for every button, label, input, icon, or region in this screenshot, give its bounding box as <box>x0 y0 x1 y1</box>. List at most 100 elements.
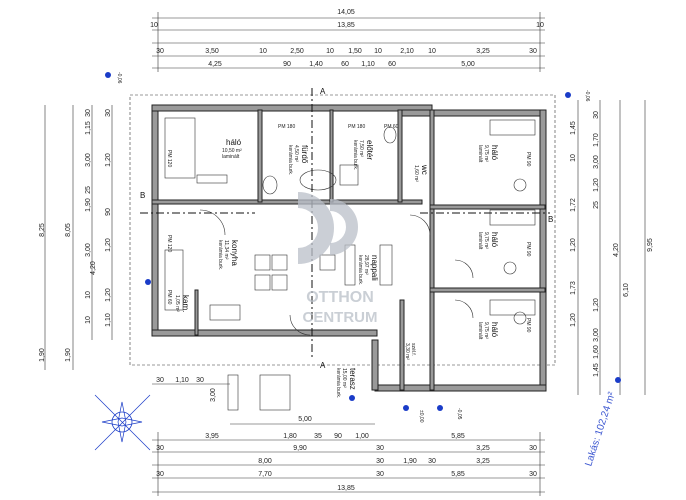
room-7-floor: kerámia burk. <box>217 240 223 270</box>
section-marker-a-bottom: A <box>320 361 326 370</box>
dim-top-r3-10: 30 <box>529 48 537 55</box>
dim-left-a3: 25 <box>85 186 92 194</box>
dim-bot-r4-4: 30 <box>529 471 537 478</box>
dim-terrace-110: 1,10 <box>175 377 189 384</box>
dim-bot-r3-1: 30 <box>376 458 384 465</box>
dim-bot-r2-3: 3,25 <box>476 445 490 452</box>
room-9-name: kam. <box>181 295 190 312</box>
dim-top-r3-9: 3,25 <box>476 48 490 55</box>
window-label-0: PM 180 <box>278 124 295 130</box>
dim-left-a4: 1,90 <box>85 198 92 212</box>
dim-right-a2: 1,70 <box>593 133 600 147</box>
room-2-name: előtér <box>365 140 374 160</box>
dim-right-a0: 30 <box>593 111 600 119</box>
dim-left-b0: 30 <box>105 109 112 117</box>
dim-top-r2-1: 13,85 <box>337 22 355 29</box>
window-label-6: PM 90 <box>525 318 531 333</box>
dim-terrace-width: 5,00 <box>298 416 312 423</box>
section-marker-b-right: B <box>548 215 553 224</box>
left-dimension-chains: 8,25 8,05 1,90 1,90 30 1,15 3,00 25 1,90… <box>39 105 113 370</box>
section-lines: A B B A <box>140 87 553 370</box>
room-2-area: 7,50 m² <box>358 140 364 157</box>
room-1-floor: kerámia burk. <box>287 145 293 175</box>
dim-top-r3-0: 30 <box>156 48 164 55</box>
window-label-2: PM 120 <box>166 150 172 167</box>
room-11-area: 3,30 m² <box>404 343 410 360</box>
dim-right-b2: 1,20 <box>593 298 600 312</box>
dim-bot-r3-4: 3,25 <box>476 458 490 465</box>
window-label-1: PM 180 <box>348 124 365 130</box>
watermark-line1: OTTHON <box>306 289 374 306</box>
dim-terrace-30a: 30 <box>156 377 164 384</box>
top-dimension-chains: 14,05 10 13,85 10 30 3,50 10 2,50 10 1,5… <box>150 9 545 72</box>
room-4-floor: laminált <box>477 145 483 163</box>
watermark-line2: CENTRUM <box>303 309 378 326</box>
dim-top-r4-1: 90 <box>283 61 291 68</box>
window-label-4: PM 90 <box>525 152 531 167</box>
room-8-name: nappali <box>370 255 379 281</box>
dim-top-r4-4: 1,10 <box>361 61 375 68</box>
level-0: -0,06 <box>116 72 122 84</box>
dim-right-overall: 9,95 <box>647 238 654 252</box>
room-1-name: fürdő <box>300 145 309 164</box>
room-6-name: háló <box>490 322 499 338</box>
dim-left-a2: 3,00 <box>85 153 92 167</box>
dim-top-r4-2: 1,40 <box>309 61 323 68</box>
level-1: -0,06 <box>584 90 590 102</box>
room-9-area: 1,05 m² <box>174 295 180 312</box>
dim-terrace-300: 3,00 <box>210 388 217 402</box>
dim-bot-r4-2: 30 <box>376 471 384 478</box>
room-4-name: háló <box>490 145 499 161</box>
room-10-floor: kerámia burk. <box>335 368 341 398</box>
room-3-area: 1,60 m² <box>413 165 419 182</box>
north-compass-icon <box>94 394 151 451</box>
room-7-name: konyha <box>230 240 239 266</box>
dim-top-r4-0: 4,25 <box>208 61 222 68</box>
dim-left-a5: 3,00 <box>85 243 92 257</box>
section-marker-a-top: A <box>320 87 326 96</box>
window-label-3: PM 120 <box>166 235 172 252</box>
dim-top-r3-3: 2,50 <box>290 48 304 55</box>
dim-top-r2-0: 10 <box>150 22 158 29</box>
dim-right-a8: 1,73 <box>570 281 577 295</box>
room-2-floor: kerámia burk. <box>352 140 358 170</box>
dim-right-a9: 1,20 <box>570 313 577 327</box>
dim-top-r4-5: 60 <box>388 61 396 68</box>
dim-left-extra-b: 1,90 <box>65 348 72 362</box>
dim-left-extra-a: 1,90 <box>39 348 46 362</box>
dim-right-a1: 1,45 <box>570 121 577 135</box>
room-labels: háló 10,50 m² laminált fürdő 4,50 m² ker… <box>174 138 499 398</box>
dim-left-a6: 10 <box>85 291 92 299</box>
watermark-logo: OTTHON CENTRUM <box>297 192 378 326</box>
room-5-name: háló <box>490 232 499 248</box>
dim-bot-r2-2: 30 <box>376 445 384 452</box>
bottom-dimension-chains: 3,95 1,80 35 90 1,00 5,85 30 9,90 30 3,2… <box>152 377 545 496</box>
dim-bot-r2-4: 30 <box>529 445 537 452</box>
dim-bot-r4-3: 5,85 <box>451 471 465 478</box>
dim-terrace-30b: 30 <box>196 377 204 384</box>
dim-top-r3-7: 2,10 <box>400 48 414 55</box>
room-5-floor: laminált <box>477 232 483 250</box>
dim-left-overall: 8,25 <box>39 223 46 237</box>
building-walls <box>129 94 556 392</box>
dim-bot-r3-3: 30 <box>428 458 436 465</box>
dim-top-r4-6: 5,00 <box>461 61 475 68</box>
room-7-area: 11,34 m² <box>223 240 229 260</box>
room-0-floor: laminált <box>222 154 240 160</box>
room-5-area: 9,75 m² <box>483 232 489 249</box>
dim-bot-r1-5: 5,85 <box>451 433 465 440</box>
dim-left-second: 8,05 <box>65 223 72 237</box>
dim-bot-r4-1: 7,70 <box>258 471 272 478</box>
dim-right-a10: 3,00 <box>593 328 600 342</box>
dim-top-r4-3: 60 <box>341 61 349 68</box>
dim-right-a3: 10 <box>570 154 577 162</box>
room-6-floor: laminált <box>477 322 483 340</box>
dim-right-a4: 3,00 <box>593 155 600 169</box>
dim-left-b2: 90 <box>105 208 112 216</box>
dim-top-r3-6: 10 <box>374 48 382 55</box>
dim-right-a6: 1,20 <box>570 238 577 252</box>
dim-bot-r1-2: 35 <box>314 433 322 440</box>
dim-right-b1: 1,20 <box>593 178 600 192</box>
dim-top-r3-4: 10 <box>326 48 334 55</box>
